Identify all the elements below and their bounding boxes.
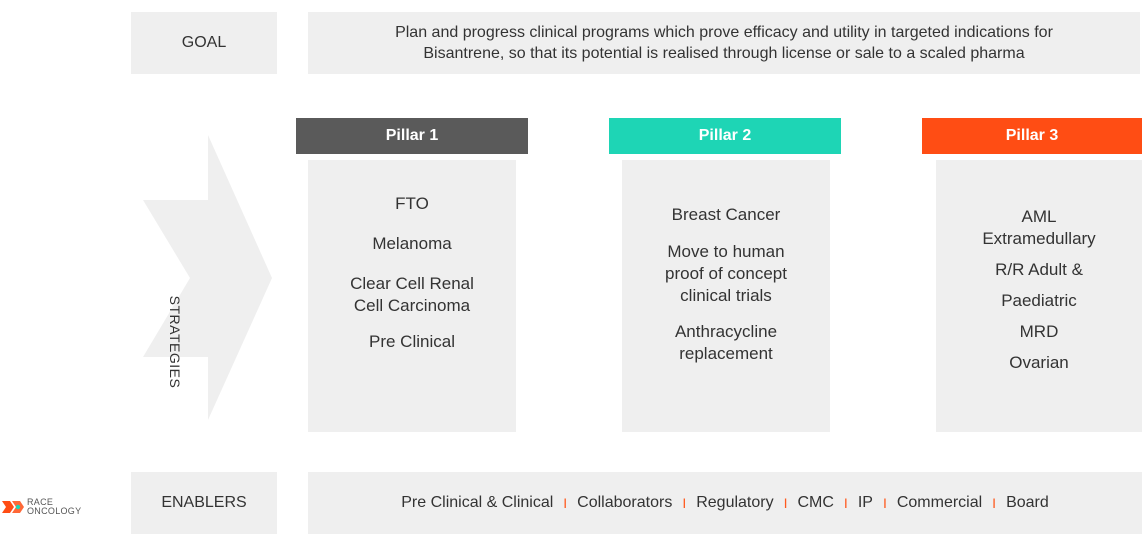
enabler-item: IP bbox=[857, 494, 873, 511]
enabler-separator: I bbox=[563, 495, 568, 511]
enabler-separator: I bbox=[843, 495, 848, 511]
pillar-3-item: Paediatric bbox=[1001, 291, 1077, 310]
pillar-2-item: Breast Cancer bbox=[671, 205, 781, 224]
pillar-1-body: FTO Melanoma Clear Cell Renal Cell Carci… bbox=[308, 160, 516, 432]
logo-text-line-1: RACE bbox=[27, 497, 54, 507]
pillar-2-body: Breast Cancer Move to human proof of con… bbox=[622, 160, 830, 432]
goal-label: GOAL bbox=[181, 34, 227, 51]
enabler-item: Collaborators bbox=[577, 494, 673, 511]
goal-statement-line-1: Plan and progress clinical programs whic… bbox=[395, 24, 1053, 41]
pillar-3-item: Ovarian bbox=[1009, 353, 1069, 372]
pillar-1-title: Pillar 1 bbox=[385, 127, 439, 144]
pillar-2-item: Move to human proof of concept clinical … bbox=[665, 242, 787, 305]
pillar-1-item: Pre Clinical bbox=[369, 332, 455, 351]
goal-statement-box: Plan and progress clinical programs whic… bbox=[308, 12, 1140, 74]
pillar-3-body: AML Extramedullary R/R Adult & Paediatri… bbox=[936, 160, 1142, 432]
pillar-1-item: Melanoma bbox=[372, 234, 452, 253]
pillar-3-title: Pillar 3 bbox=[1005, 127, 1059, 144]
strategies-arrow-shape bbox=[143, 135, 272, 420]
strategies-label: STRATEGIES bbox=[167, 295, 183, 389]
enabler-item: Regulatory bbox=[696, 494, 774, 511]
goal-label-box: GOAL bbox=[131, 12, 277, 74]
pillar-3-item: MRD bbox=[1019, 322, 1059, 341]
strategies-arrow bbox=[143, 135, 272, 420]
enabler-item: CMC bbox=[797, 494, 834, 511]
pillar-1-header: Pillar 1 bbox=[296, 118, 528, 154]
enablers-list: Pre Clinical & Clinical I Collaborators … bbox=[308, 472, 1142, 534]
pillar-2-title: Pillar 2 bbox=[698, 127, 752, 144]
enabler-separator: I bbox=[783, 495, 788, 511]
enabler-item: Board bbox=[1006, 494, 1049, 511]
pillar-1-item: Clear Cell Renal Cell Carcinoma bbox=[350, 274, 474, 315]
race-oncology-logo: RACE ONCOLOGY bbox=[0, 497, 81, 517]
logo-mark-icon bbox=[2, 501, 24, 513]
enabler-separator: I bbox=[992, 495, 997, 511]
pillar-3-item: R/R Adult & bbox=[995, 260, 1083, 279]
pillar-3-item: AML Extramedullary bbox=[982, 207, 1096, 248]
enabler-separator: I bbox=[682, 495, 687, 511]
pillar-1-item: FTO bbox=[395, 194, 429, 213]
goal-statement-line-2: Bisantrene, so that its potential is rea… bbox=[423, 45, 1025, 62]
enabler-item: Pre Clinical & Clinical bbox=[401, 494, 554, 511]
enabler-item: Commercial bbox=[896, 494, 983, 511]
enablers-label: ENABLERS bbox=[161, 494, 247, 511]
pillar-2-item: Anthracycline replacement bbox=[674, 322, 778, 363]
enabler-separator: I bbox=[882, 495, 887, 511]
pillar-2-header: Pillar 2 bbox=[609, 118, 841, 154]
logo-text-line-2: ONCOLOGY bbox=[27, 506, 82, 516]
enablers-label-box: ENABLERS bbox=[131, 472, 277, 534]
pillar-3-header: Pillar 3 bbox=[922, 118, 1142, 154]
